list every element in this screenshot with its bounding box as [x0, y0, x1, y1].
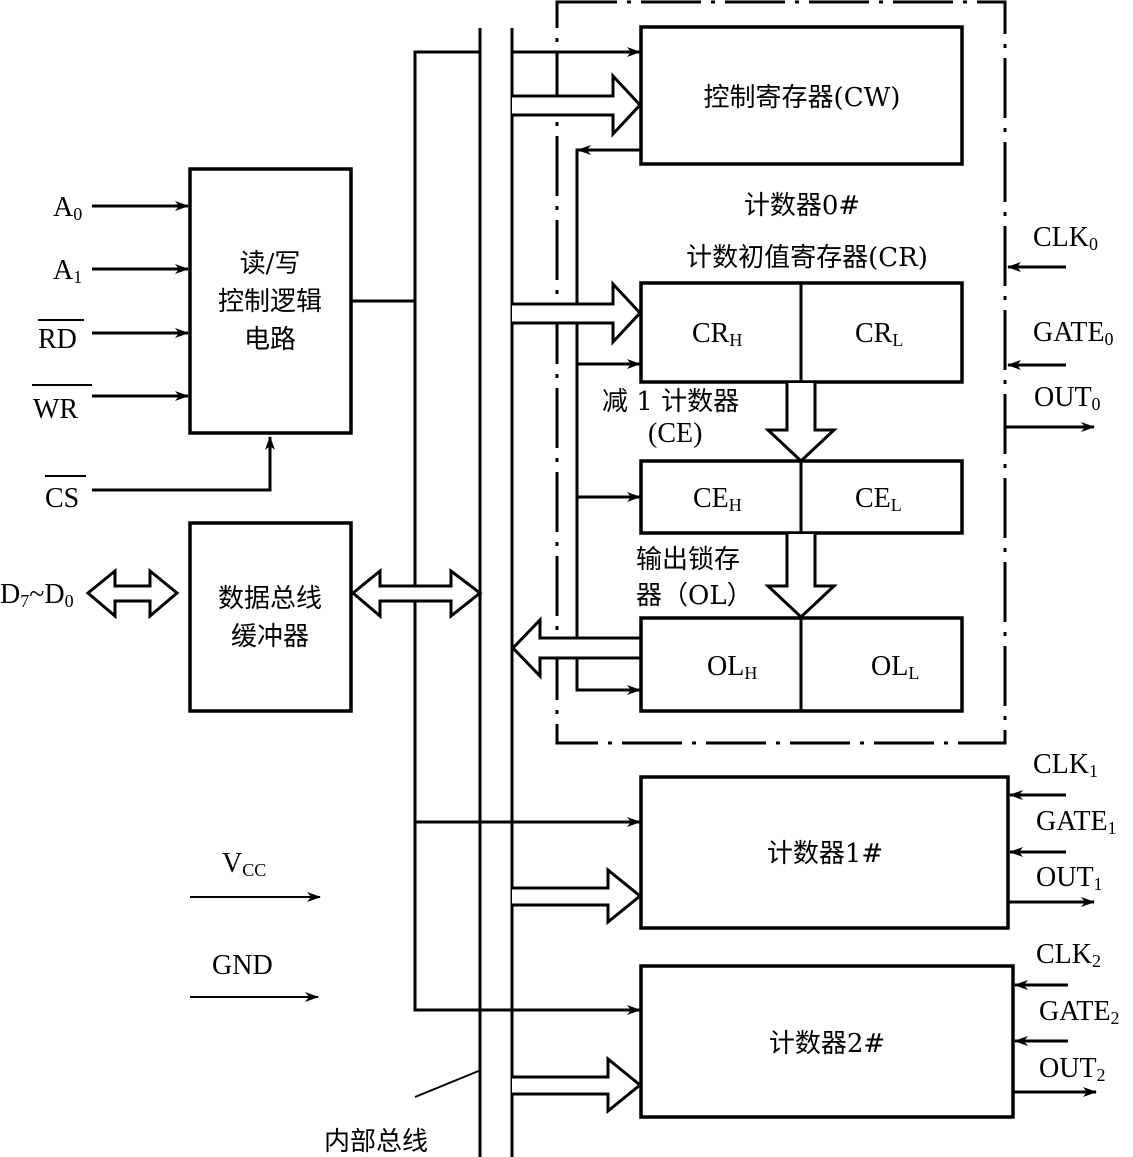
ce-desc-2: (CE)	[648, 418, 702, 449]
control-bus-trunk	[413, 50, 640, 1012]
data-bus-label: D7~D0	[0, 579, 74, 611]
external-data-bus-arrow	[85, 567, 180, 620]
clk2-label: CLK2	[1036, 939, 1101, 971]
internal-bus-label: 内部总线	[324, 1127, 428, 1157]
counter2-box	[639, 964, 1015, 1119]
data-bus-buffer-box	[188, 521, 353, 713]
out1-label: OUT1	[1036, 862, 1103, 894]
out2-label: OUT2	[1039, 1053, 1106, 1085]
ce-to-ol-arrow	[764, 534, 838, 620]
wr-label: WR	[33, 394, 78, 425]
counter0-boundary	[555, 0, 1007, 745]
rd-label: RD	[38, 324, 77, 355]
internal-bus-leader	[414, 1069, 482, 1098]
bus-to-counter2-arrow	[512, 1055, 643, 1115]
ol-l-label: OLL	[871, 651, 919, 683]
control-register-label: 控制寄存器(CW)	[704, 83, 901, 113]
counter1-box	[639, 775, 1010, 930]
cr-to-ce-arrow	[764, 383, 838, 464]
ol-desc-2: 器（OL）	[636, 581, 753, 611]
bus-to-cw-arrow	[512, 72, 643, 138]
a1-label: A1	[53, 255, 82, 287]
data-buffer-label-1: 数据总线	[218, 584, 322, 614]
out0-label: OUT0	[1034, 382, 1101, 414]
ce-l-label: CEL	[855, 483, 902, 515]
ol-h-label: OLH	[707, 651, 757, 683]
data-buffer-label-2: 缓冲器	[231, 622, 309, 652]
vcc-label: VCC	[222, 848, 266, 880]
rw-control-logic-box	[188, 167, 353, 435]
gate0-label: GATE0	[1033, 317, 1114, 349]
cs-line	[92, 436, 275, 492]
cr-l-label: CRL	[855, 318, 903, 350]
counter1-title: 计数器1#	[767, 839, 883, 869]
a0-label: A0	[53, 192, 82, 224]
gate2-label: GATE2	[1039, 996, 1120, 1028]
ce-h-label: CEH	[693, 483, 742, 515]
buffer-internal-bus-arrow	[350, 567, 483, 620]
cw-feedback-line	[575, 148, 640, 692]
ol-desc-1: 输出锁存	[636, 545, 740, 575]
control-register-box	[639, 25, 964, 166]
clk1-label: CLK1	[1033, 749, 1098, 781]
gate1-label: GATE1	[1036, 806, 1117, 838]
counter0-title: 计数器0#	[744, 191, 860, 221]
cr-h-label: CRH	[692, 318, 742, 350]
bus-to-counter1-arrow	[512, 866, 643, 926]
rw-logic-label-2: 控制逻辑	[218, 287, 322, 317]
gnd-label: GND	[212, 950, 273, 981]
ol-to-bus-arrow	[510, 616, 640, 680]
counter2-title: 计数器2#	[769, 1029, 885, 1059]
cr-title: 计数初值寄存器(CR)	[686, 243, 928, 273]
clk0-label: CLK0	[1033, 222, 1098, 254]
rw-logic-label-1: 读/写	[240, 249, 301, 279]
ce-desc-1: 减 1 计数器	[602, 387, 739, 417]
rw-logic-label-3: 电路	[244, 325, 296, 355]
cs-label: CS	[45, 483, 79, 514]
